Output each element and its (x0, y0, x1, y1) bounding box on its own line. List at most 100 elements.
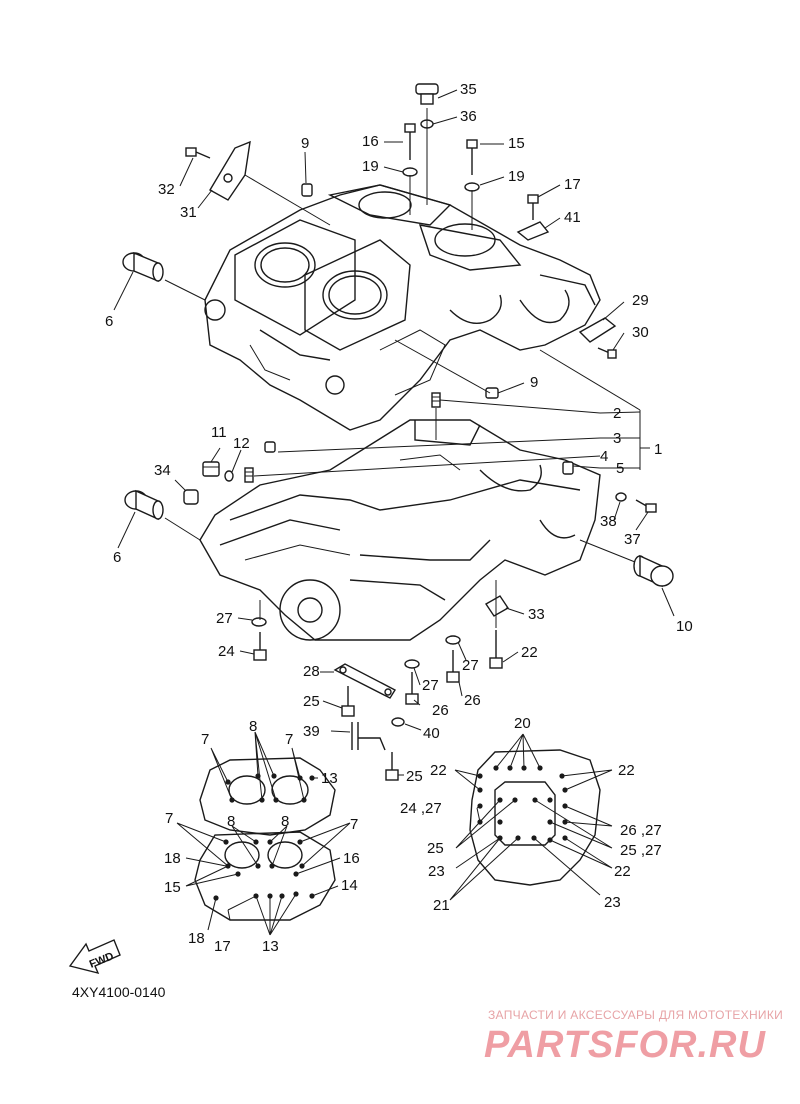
guide-lines (164, 108, 641, 628)
callout-39: 39 (303, 723, 320, 740)
bolt-15 (464, 139, 480, 192)
callout-7-b: 7 (285, 731, 293, 748)
callout-14: 14 (341, 877, 358, 894)
catalog-code: 4XY4100-0140 (72, 984, 166, 1000)
callout-12: 12 (233, 435, 250, 452)
callout-6-top: 6 (105, 313, 113, 330)
callout-6-lower: 6 (113, 549, 121, 566)
bearing-6-top (122, 251, 164, 283)
o-ring-12 (224, 470, 234, 482)
bolt-25-left (341, 686, 355, 717)
callout-28: 28 (303, 663, 320, 680)
callout-19-right: 19 (508, 168, 525, 185)
fwd-arrow: FWD (68, 939, 121, 975)
callout-27-left: 27 (216, 610, 233, 627)
clip-33 (485, 595, 509, 617)
washer-38 (615, 492, 627, 502)
watermark-logo: PARTSFOR.RU (484, 1024, 766, 1066)
bolt-25-right (385, 752, 399, 781)
bracket-31 (209, 140, 251, 201)
washer-27-low (404, 659, 420, 669)
dowel-9-top (301, 183, 313, 197)
callout-27-mid: 27 (462, 657, 479, 674)
callout-19-left: 19 (362, 158, 379, 175)
callout-23-a: 23 (428, 863, 445, 880)
callout-9-mid: 9 (530, 374, 538, 391)
bolt-24 (253, 632, 267, 661)
callout-22-right: 22 (521, 644, 538, 661)
callout-16: 16 (362, 133, 379, 150)
bolt-leaders-upper (176, 731, 351, 936)
callout-38: 38 (600, 513, 617, 530)
callout-33: 33 (528, 606, 545, 623)
washer-27-left (251, 617, 267, 627)
lower-crankcase (199, 419, 601, 641)
callout-34: 34 (154, 462, 171, 479)
pin-3 (264, 441, 276, 453)
bearing-10 (633, 554, 674, 588)
callout-15: 15 (508, 135, 525, 152)
callout-20: 20 (514, 715, 531, 732)
callout-2: 2 (613, 405, 621, 422)
callout-7-a: 7 (201, 731, 209, 748)
pipe-39 (351, 722, 386, 751)
callout-11: 11 (211, 424, 227, 441)
callout-1: 1 (654, 441, 662, 458)
o-ring-40 (391, 717, 405, 727)
callout-23-b: 23 (604, 894, 621, 911)
callout-8-c: 8 (281, 813, 289, 830)
callout-22-lower-right: 22 (614, 863, 631, 880)
bolt-leaders-lower (449, 733, 613, 901)
bolt-pattern-lower-case (469, 749, 601, 886)
callout-25-right: 25 (406, 768, 423, 785)
screw-32 (185, 147, 211, 159)
bolt-pattern-upper-case (194, 757, 336, 921)
callout-22-upper-left: 22 (430, 762, 447, 779)
callout-26-right: 26 (464, 692, 481, 709)
callout-10: 10 (676, 618, 693, 635)
callout-27-low: 27 (422, 677, 439, 694)
bolt-17 (527, 194, 539, 220)
callout-7-d: 7 (350, 816, 358, 833)
callout-18-b: 18 (188, 930, 205, 947)
watermark-tagline: ЗАПЧАСТИ И АКСЕССУАРЫ ДЛЯ МОТОТЕХНИКИ (488, 1008, 784, 1022)
callout-35: 35 (460, 81, 477, 98)
callout-labels: 35 36 16 15 9 19 19 17 41 32 31 6 29 30 … (105, 81, 693, 955)
bolt-26-right (446, 650, 460, 683)
callout-22-upper-right: 22 (618, 762, 635, 779)
callout-13-b: 13 (262, 938, 279, 955)
bolt-37 (635, 499, 657, 513)
pin-5 (562, 461, 574, 475)
oil-filler-cap-35 (415, 83, 439, 105)
upper-crankcase (204, 184, 601, 431)
callout-32: 32 (158, 181, 175, 198)
washer-27-mid (445, 635, 461, 645)
callout-40: 40 (423, 725, 440, 742)
callout-leaders-main (113, 89, 675, 776)
callout-17: 17 (564, 176, 581, 193)
callout-21: 21 (433, 897, 450, 914)
callout-36: 36 (460, 108, 477, 125)
callout-25-left: 25 (303, 693, 320, 710)
dowel-9-mid (485, 387, 499, 399)
callout-25-27: 25 ,27 (620, 842, 662, 859)
callout-3: 3 (613, 430, 621, 447)
callout-26-low: 26 (432, 702, 449, 719)
callout-8-b: 8 (227, 813, 235, 830)
plug-11 (202, 461, 220, 477)
callout-17-b: 17 (214, 938, 231, 955)
bearing-6-lower (124, 489, 164, 521)
callout-16-b: 16 (343, 850, 360, 867)
callout-24: 24 (218, 643, 235, 660)
bolt-holes-lower (477, 765, 568, 843)
callout-31: 31 (180, 204, 197, 221)
callout-18-a: 18 (164, 850, 181, 867)
screw-30 (597, 347, 617, 359)
plate-28 (333, 663, 396, 699)
dowel-2 (431, 392, 441, 408)
callout-25-lower: 25 (427, 840, 444, 857)
callout-15-b: 15 (164, 879, 181, 896)
callout-7-c: 7 (165, 810, 173, 827)
callout-29: 29 (632, 292, 649, 309)
callout-30: 30 (632, 324, 649, 341)
